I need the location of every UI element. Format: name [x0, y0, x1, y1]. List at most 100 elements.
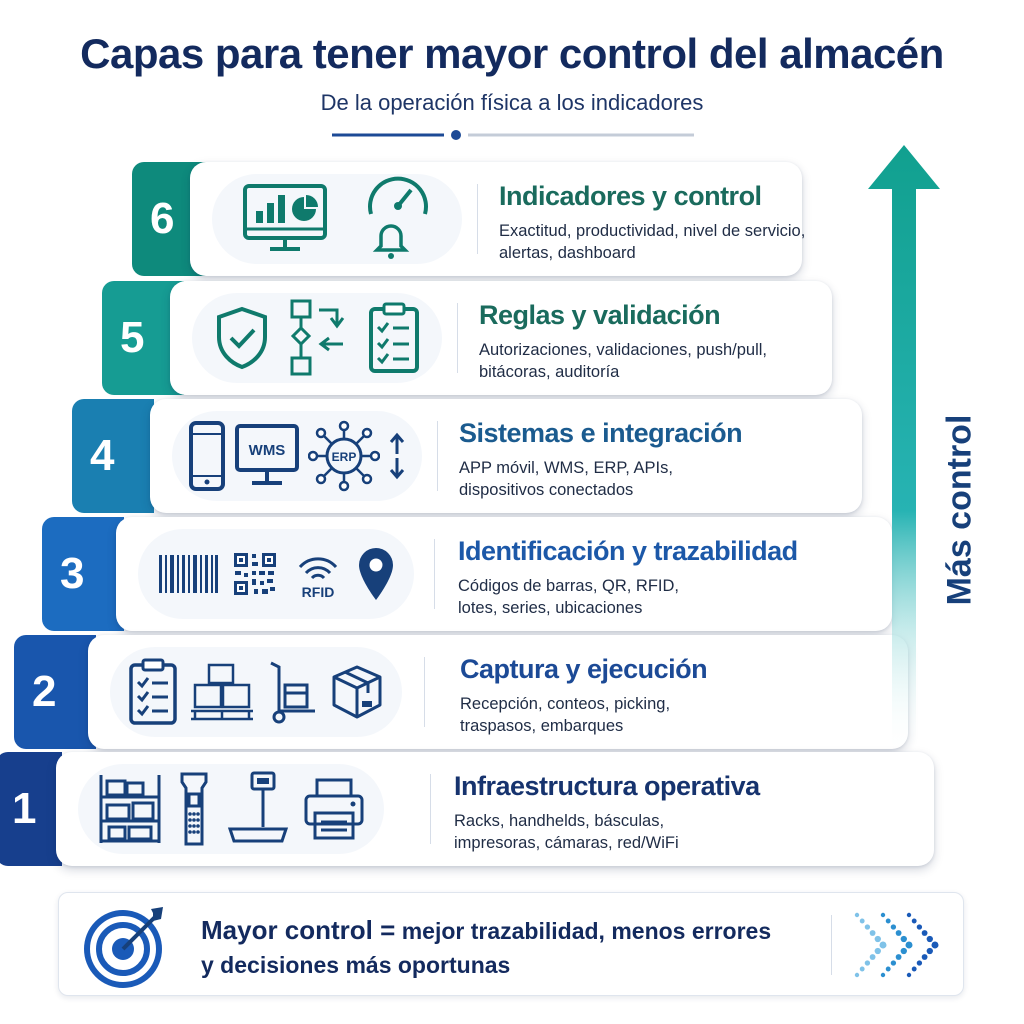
layer-1-description: Racks, handhelds, básculas, impresoras, … — [454, 810, 922, 854]
layer-4-desc-line1: APP móvil, WMS, ERP, APIs, — [459, 459, 673, 477]
layer-3-card: RFID Identificación y trazabilidad Códig… — [116, 517, 892, 631]
rfid-label: RFID — [301, 584, 334, 600]
layer-5-text: Reglas y validación Autorizaciones, vali… — [479, 299, 820, 383]
up-arrow-icon — [868, 145, 940, 755]
clipboard-icon — [128, 657, 178, 727]
shield-check-icon — [213, 305, 271, 371]
layer-6-title: Indicadores y control — [499, 181, 762, 211]
target-icon — [81, 903, 171, 989]
title-divider — [332, 130, 694, 140]
hand-truck-icon — [267, 659, 319, 725]
layer-5-icons — [192, 293, 442, 383]
layer-3-desc-line2: lotes, series, ubicaciones — [458, 599, 643, 617]
erp-label: ERP — [332, 450, 357, 464]
pallet-boxes-icon — [189, 661, 255, 723]
wms-monitor-icon: WMS — [234, 423, 300, 489]
layer-6-description: Exactitud, productividad, nivel de servi… — [499, 220, 806, 264]
rack-icon — [97, 773, 163, 845]
smartphone-icon — [188, 420, 226, 492]
erp-network-icon: ERP — [308, 420, 380, 492]
layer-5-number: 5 — [120, 313, 145, 362]
layer-1-desc-line2: impresoras, cámaras, red/WiFi — [454, 834, 679, 852]
layer-5-title: Reglas y validación — [479, 300, 721, 330]
scale-icon — [226, 771, 290, 847]
barcode-icon — [157, 553, 219, 595]
dotted-chevrons-icon — [849, 911, 949, 979]
printer-icon — [303, 777, 365, 841]
layer-4-tab: 4 — [72, 399, 154, 513]
footer-rest-line2: y decisiones más oportunas — [201, 952, 511, 978]
layer-2-icons — [110, 647, 402, 737]
layer-1-tab: 1 — [0, 752, 62, 866]
layer-1-separator — [430, 774, 431, 844]
layer-4-description: APP móvil, WMS, ERP, APIs, dispositivos … — [459, 457, 850, 501]
layer-2-number: 2 — [32, 667, 57, 716]
layer-4-card: WMS ERP Sistemas e integración APP móvil… — [150, 399, 862, 513]
layer-2-desc-line1: Recepción, conteos, picking, — [460, 695, 671, 713]
layer-2-text: Captura y ejecución Recepción, conteos, … — [460, 653, 896, 737]
layer-2-card: Captura y ejecución Recepción, conteos, … — [88, 635, 908, 749]
layer-1-number: 1 — [12, 784, 37, 833]
monitor-chart-icon — [242, 183, 328, 255]
sync-arrows-icon — [388, 432, 406, 480]
layer-2: 2 Captura y ejecución Recepción, conteos… — [14, 635, 908, 751]
layer-6-card: Indicadores y control Exactitud, product… — [190, 162, 806, 276]
layer-3-description: Códigos de barras, QR, RFID, lotes, seri… — [458, 575, 880, 619]
layer-6-icons — [212, 174, 462, 264]
layer-6-number: 6 — [150, 194, 175, 243]
layer-1-icons — [78, 764, 384, 854]
footer-separator — [831, 915, 832, 975]
layer-2-tab: 2 — [14, 635, 96, 749]
layer-4-text: Sistemas e integración APP móvil, WMS, E… — [459, 417, 850, 501]
layer-4: 4 WMS ERP Sistemas e integración APP móv… — [72, 399, 862, 515]
layer-5-description: Autorizaciones, validaciones, push/pull,… — [479, 339, 820, 383]
layer-3-text: Identificación y trazabilidad Códigos de… — [458, 535, 880, 619]
layer-3-separator — [434, 539, 435, 609]
footer-rest-line1: mejor trazabilidad, menos errores — [395, 918, 772, 944]
side-label: Más control — [920, 390, 1000, 630]
layer-5-card: Reglas y validación Autorizaciones, vali… — [170, 281, 832, 395]
footer-banner: Mayor control = mejor trazabilidad, meno… — [58, 892, 964, 996]
layer-5-desc-line1: Autorizaciones, validaciones, push/pull, — [479, 341, 768, 359]
layer-6-desc-line2: alertas, dashboard — [499, 244, 636, 262]
layer-3-icons: RFID — [138, 529, 414, 619]
layer-5-separator — [457, 303, 458, 373]
layer-1-desc-line1: Racks, handhelds, básculas, — [454, 812, 665, 830]
gauge-bell-icon — [363, 176, 433, 262]
layer-2-separator — [424, 657, 425, 727]
layer-4-icons: WMS ERP — [172, 411, 422, 501]
page-subtitle: De la operación física a los indicadores — [320, 90, 704, 115]
checklist-icon — [367, 301, 421, 375]
layer-4-title: Sistemas e integración — [459, 418, 743, 448]
page-title: Capas para tener mayor control del almac… — [80, 30, 944, 77]
layer-5-desc-line2: bitácoras, auditoría — [479, 363, 620, 381]
layer-1: 1 Infraestructura operativa Racks, handh… — [0, 752, 934, 868]
layer-1-title: Infraestructura operativa — [454, 771, 760, 801]
layer-6-text: Indicadores y control Exactitud, product… — [499, 180, 806, 264]
layer-3-desc-line1: Códigos de barras, QR, RFID, — [458, 577, 679, 595]
layer-4-desc-line2: dispositivos conectados — [459, 481, 634, 499]
workflow-icon — [289, 298, 349, 378]
handheld-scanner-icon — [176, 770, 212, 848]
layer-3-number: 3 — [60, 549, 85, 598]
layer-6-separator — [477, 184, 478, 254]
rfid-icon: RFID — [292, 547, 344, 601]
layer-1-card: Infraestructura operativa Racks, handhel… — [56, 752, 934, 866]
layer-2-title: Captura y ejecución — [460, 654, 708, 684]
layer-2-description: Recepción, conteos, picking, traspasos, … — [460, 693, 896, 737]
wms-label: WMS — [249, 442, 286, 459]
layer-6-desc-line1: Exactitud, productividad, nivel de servi… — [499, 222, 806, 240]
layer-6: 6 Indicadores y control Exactitud, produ… — [132, 162, 806, 278]
layer-5: 5 Reglas y validación Autorizaciones, va… — [102, 281, 832, 397]
footer-bold: Mayor control = — [201, 915, 396, 945]
box-icon — [330, 663, 384, 721]
layer-3-title: Identificación y trazabilidad — [458, 536, 798, 566]
layer-4-number: 4 — [90, 431, 115, 480]
qr-code-icon — [232, 551, 278, 597]
layer-3: 3 RFID Identificación y trazabilidad Cód… — [42, 517, 892, 633]
layer-3-tab: 3 — [42, 517, 124, 631]
location-pin-icon — [357, 546, 395, 602]
layer-4-separator — [437, 421, 438, 491]
layer-1-text: Infraestructura operativa Racks, handhel… — [454, 770, 922, 854]
footer-text: Mayor control = mejor trazabilidad, meno… — [201, 913, 771, 982]
